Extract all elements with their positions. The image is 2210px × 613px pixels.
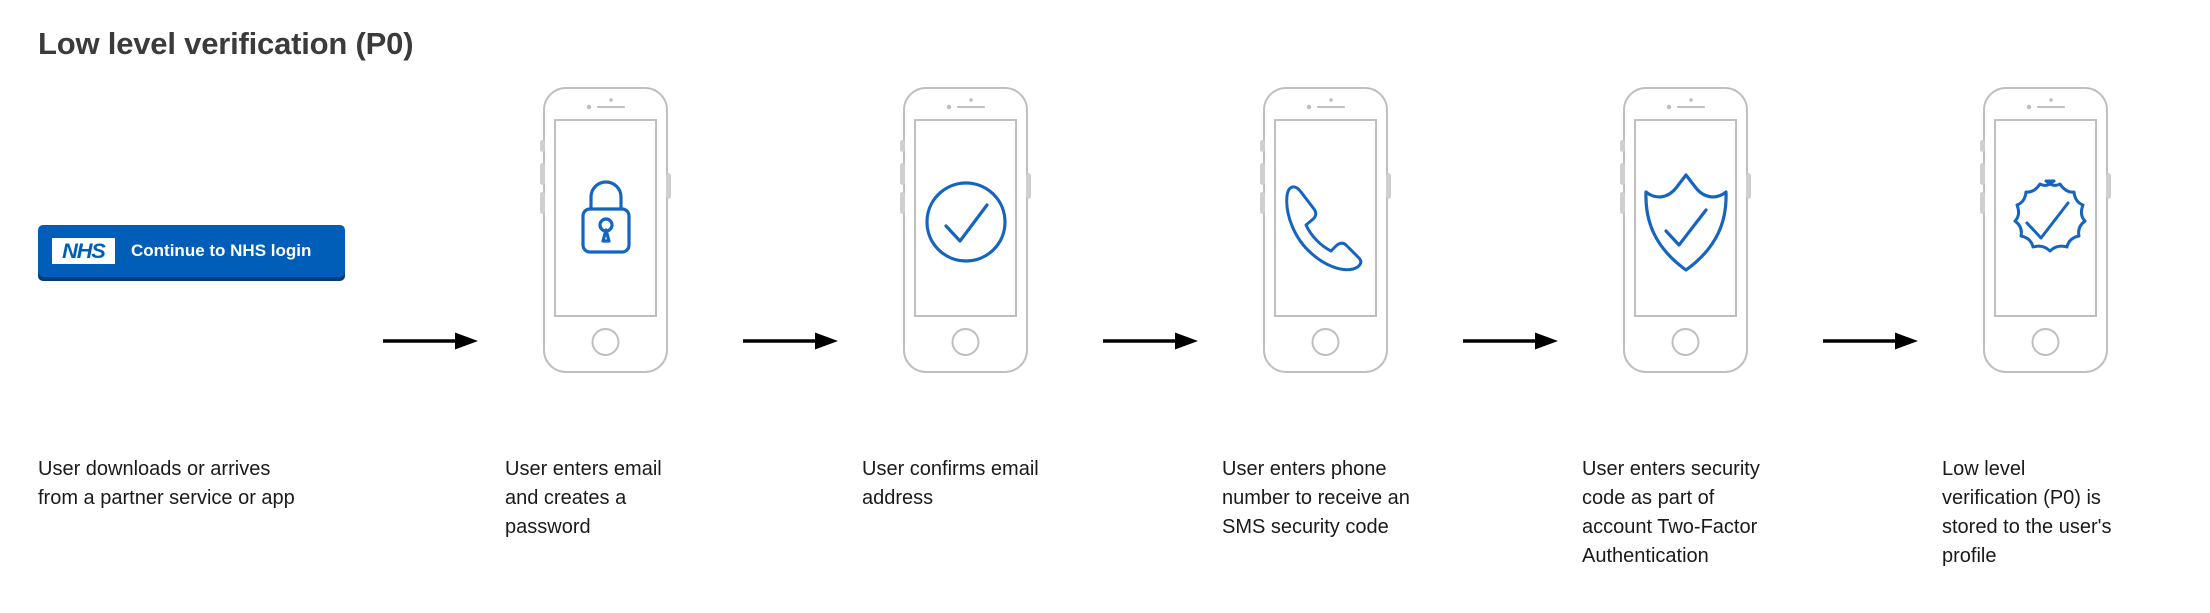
continue-to-nhs-login-button[interactable]: NHS Continue to NHS login xyxy=(38,225,345,277)
step-5-caption: Low level verification (P0) is stored to… xyxy=(1942,458,2112,567)
verified-badge-icon xyxy=(2013,179,2087,253)
padlock-icon xyxy=(581,180,631,254)
continue-to-nhs-login-label: Continue to NHS login xyxy=(131,241,312,260)
step-3-phone-mockup xyxy=(1248,85,1403,375)
step-0-caption: User downloads or arrives from a partner… xyxy=(38,458,295,509)
arrow-1-icon xyxy=(383,331,478,351)
arrow-5-icon xyxy=(1823,331,1918,351)
shield-check-icon xyxy=(1644,173,1728,272)
step-1-caption: User enters email and creates a password xyxy=(505,458,662,538)
nhs-logo-icon: NHS xyxy=(52,238,115,264)
phone-handset-icon xyxy=(1285,185,1363,272)
step-4-phone-mockup xyxy=(1608,85,1763,375)
step-4-caption: User enters security code as part of acc… xyxy=(1582,458,1760,567)
nhs-logo-text: NHS xyxy=(62,239,106,263)
page-title: Low level verification (P0) xyxy=(38,26,414,61)
step-1-phone-mockup xyxy=(528,85,683,375)
check-circle-icon xyxy=(925,181,1007,263)
step-5-phone-mockup xyxy=(1968,85,2123,375)
arrow-4-icon xyxy=(1463,331,1558,351)
verification-flow-diagram: NHS Continue to NHS login xyxy=(0,85,2210,408)
arrow-3-icon xyxy=(1103,331,1198,351)
arrow-2-icon xyxy=(743,331,838,351)
step-3-caption: User enters phone number to receive an S… xyxy=(1222,458,1410,538)
step-2-phone-mockup xyxy=(888,85,1043,375)
step-2-caption: User confirms email address xyxy=(862,458,1039,509)
